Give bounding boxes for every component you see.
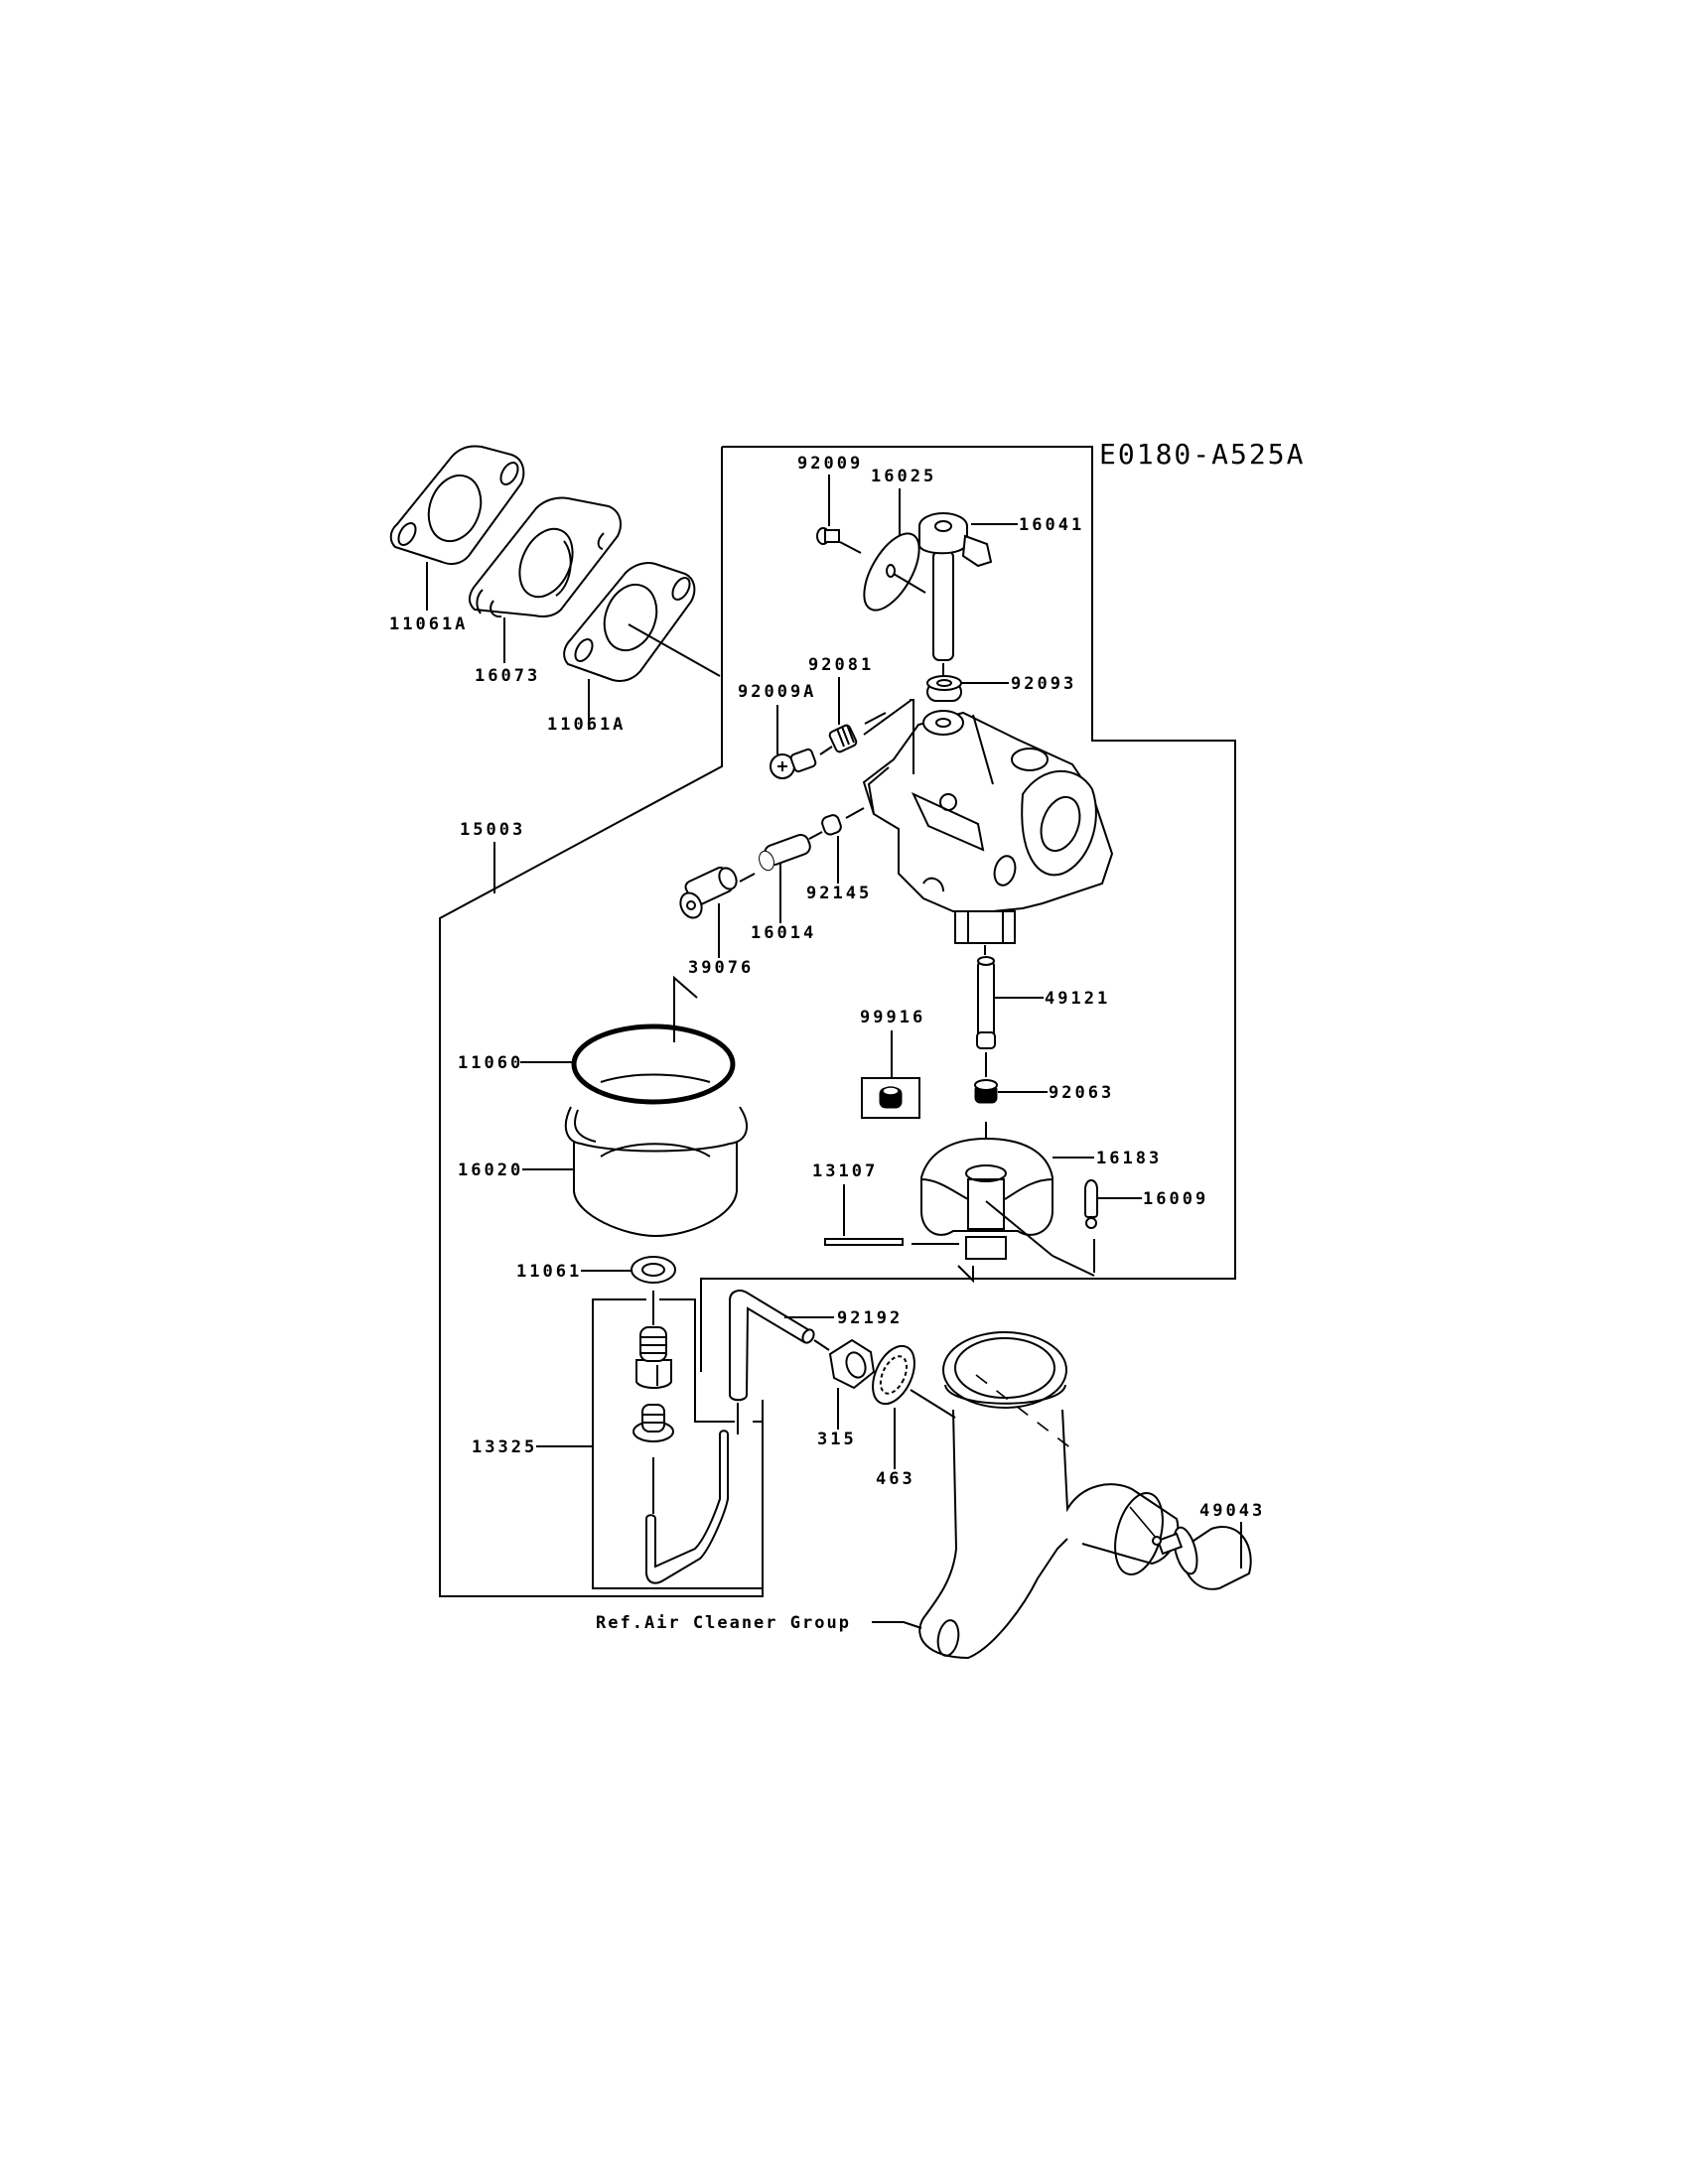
- label-92192: 92192: [837, 1308, 903, 1328]
- label-16183: 16183: [1096, 1149, 1162, 1168]
- label-92009: 92009: [797, 454, 863, 474]
- label-92009a: 92009A: [738, 682, 816, 702]
- gasket-11061a-inner: [563, 562, 721, 730]
- label-13325: 13325: [472, 1437, 537, 1457]
- label-16009: 16009: [1143, 1189, 1208, 1209]
- drain-tube: [645, 1430, 729, 1584]
- choke-shaft-16041: [918, 512, 993, 661]
- label-11061: 11061: [516, 1262, 582, 1282]
- drain-group-box: [592, 1298, 764, 1589]
- jet-99916: [861, 1077, 920, 1119]
- reference-air-cleaner-group: Ref.Air Cleaner Group: [596, 1613, 851, 1633]
- seal-92093: [926, 675, 962, 702]
- nut-315: [828, 1338, 876, 1390]
- label-39076: 39076: [688, 958, 754, 978]
- label-49043: 49043: [1199, 1501, 1265, 1521]
- cap-39076: [679, 866, 738, 919]
- pilot-screw-16014: [739, 833, 811, 883]
- label-315: 315: [817, 1430, 857, 1449]
- spring-92081: [828, 712, 887, 753]
- needle-valve-16009: [1084, 1179, 1098, 1273]
- screw-92009a: [770, 746, 833, 779]
- label-16020: 16020: [458, 1160, 523, 1180]
- insulator-16073: [469, 496, 622, 663]
- float-pin-13107: [824, 1238, 904, 1246]
- label-11060: 11060: [458, 1053, 523, 1073]
- label-16025: 16025: [871, 467, 936, 486]
- float-chamber-16020: [564, 1106, 749, 1238]
- label-92093: 92093: [1011, 674, 1076, 694]
- label-16073: 16073: [475, 666, 540, 686]
- oring-11060: [571, 1024, 736, 1105]
- label-13107: 13107: [812, 1161, 878, 1181]
- label-16041: 16041: [1019, 515, 1084, 535]
- carburetor-body-15003: [862, 699, 1114, 944]
- label-16014: 16014: [751, 923, 816, 943]
- solenoid-49043: [1152, 1526, 1252, 1590]
- washer-463: [872, 1344, 956, 1419]
- label-92063: 92063: [1049, 1083, 1114, 1103]
- label-463: 463: [876, 1469, 915, 1489]
- diagram-code: E0180-A525A: [1099, 438, 1305, 471]
- spring-92145: [808, 807, 865, 840]
- gasket-11061: [631, 1256, 676, 1284]
- label-11061a-outer: 11061A: [389, 614, 468, 634]
- label-15003: 15003: [460, 820, 525, 840]
- float-16183: [920, 1137, 1095, 1277]
- main-jet-92063: [974, 1079, 998, 1104]
- choke-plate-16025: [863, 532, 926, 612]
- label-49121: 49121: [1045, 989, 1110, 1009]
- label-92081: 92081: [808, 655, 874, 675]
- gasket-11061a-outer: [389, 445, 525, 611]
- intake-elbow: [918, 1331, 1180, 1660]
- label-99916: 99916: [860, 1008, 925, 1027]
- label-92145: 92145: [806, 884, 872, 903]
- drain-plug-upper: [635, 1326, 672, 1389]
- label-11061a-inner: 11061A: [547, 715, 626, 735]
- drain-plug-lower: [632, 1404, 674, 1514]
- main-nozzle-49121: [976, 956, 996, 1049]
- screw-92009: [816, 527, 862, 554]
- tube-92192: [729, 1290, 830, 1434]
